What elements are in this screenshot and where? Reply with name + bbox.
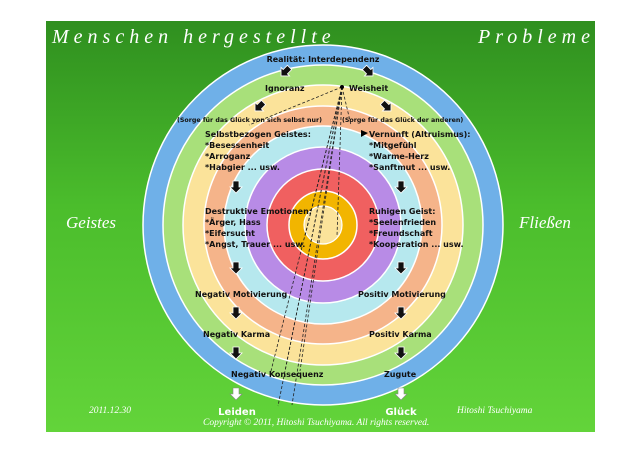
right-block2-line: *Seelenfrieden — [369, 218, 436, 227]
left-block1-line: *Arroganz — [205, 152, 251, 161]
label-pos-karma: Positiv Karma — [369, 330, 432, 339]
arrow-icon — [361, 64, 374, 77]
arrow-icon — [394, 261, 408, 275]
right-block2-line: *Kooperation ... usw. — [369, 240, 464, 249]
side-label-left: Geistes — [66, 213, 117, 232]
right-block2-line: Ruhigen Geist: — [369, 207, 435, 216]
footer-copyright: Copyright © 2011, Hitoshi Tsuchiyama. Al… — [203, 418, 430, 428]
arrow-icon — [229, 387, 243, 401]
label-ignorance: Ignoranz — [265, 84, 305, 93]
arrow-icon — [229, 261, 243, 275]
footer-author: Hitoshi Tsuchiyama — [457, 406, 533, 416]
dashed-connectors — [248, 86, 352, 407]
footer-date: 2011.12.30 — [89, 406, 132, 416]
left-block2-line: *Angst, Trauer ... usw. — [205, 240, 305, 249]
left-block1-line: Selbstbezogen Geistes: — [205, 130, 311, 139]
label-pos-consequence: Zugute — [384, 370, 417, 379]
arrow-head-right — [361, 130, 368, 137]
label-neg-motivation: Negativ Motivierung — [195, 290, 288, 299]
label-happiness: Glück — [385, 407, 417, 418]
right-block1-line: *Sanftmut ... usw. — [369, 163, 450, 172]
arrow-icon — [379, 99, 392, 112]
left-block1-line: *Habgier ... usw. — [205, 163, 280, 172]
left-block1-line: *Besessenheit — [205, 141, 269, 150]
left-block2-line: *Ärger, Hass — [205, 217, 261, 227]
label-reality: Realität: Interdependenz — [267, 55, 380, 64]
right-block1-line: Vernunft (Altruismus): — [369, 130, 471, 139]
left-block2-line: Destruktive Emotionen: — [205, 207, 312, 216]
arrow-icon — [254, 99, 267, 112]
label-care-others: (Sorge für das Glück der anderen) — [342, 117, 463, 124]
arrow-icon — [229, 306, 243, 320]
label-neg-karma: Negativ Karma — [203, 330, 270, 339]
arrow-icon — [394, 180, 408, 194]
arrow-icon — [394, 346, 408, 360]
side-label-right: Fließen — [519, 213, 571, 232]
right-block1-line: *Warme-Herz — [369, 152, 429, 161]
right-block2-line: *Freundschaft — [369, 229, 433, 238]
arrow-icon — [280, 64, 293, 77]
title-right: Probleme — [477, 26, 595, 48]
label-neg-consequence: Negativ Konsequenz — [231, 370, 324, 379]
title-left: Menschen hergestellte — [52, 26, 336, 48]
wisdom-point — [340, 85, 344, 89]
arrow-icon — [394, 387, 408, 401]
label-pos-motivation: Positiv Motivierung — [358, 290, 446, 299]
right-block1-line: *Mitgefühl — [369, 141, 417, 150]
left-block2-line: *Eifersucht — [205, 229, 255, 238]
slide-background: Menschen hergestellte Probleme Geistes F… — [46, 21, 595, 432]
arrow-icon — [229, 346, 243, 360]
label-wisdom: Weisheit — [349, 84, 388, 93]
arrow-icon — [394, 306, 408, 320]
concentric-diagram: Realität: Interdependenz Ignoranz Weishe… — [142, 44, 504, 418]
label-suffering: Leiden — [218, 407, 256, 418]
arrow-icon — [229, 180, 243, 194]
label-care-self: (Sorge für das Glück von sich selbst nur… — [177, 117, 322, 124]
